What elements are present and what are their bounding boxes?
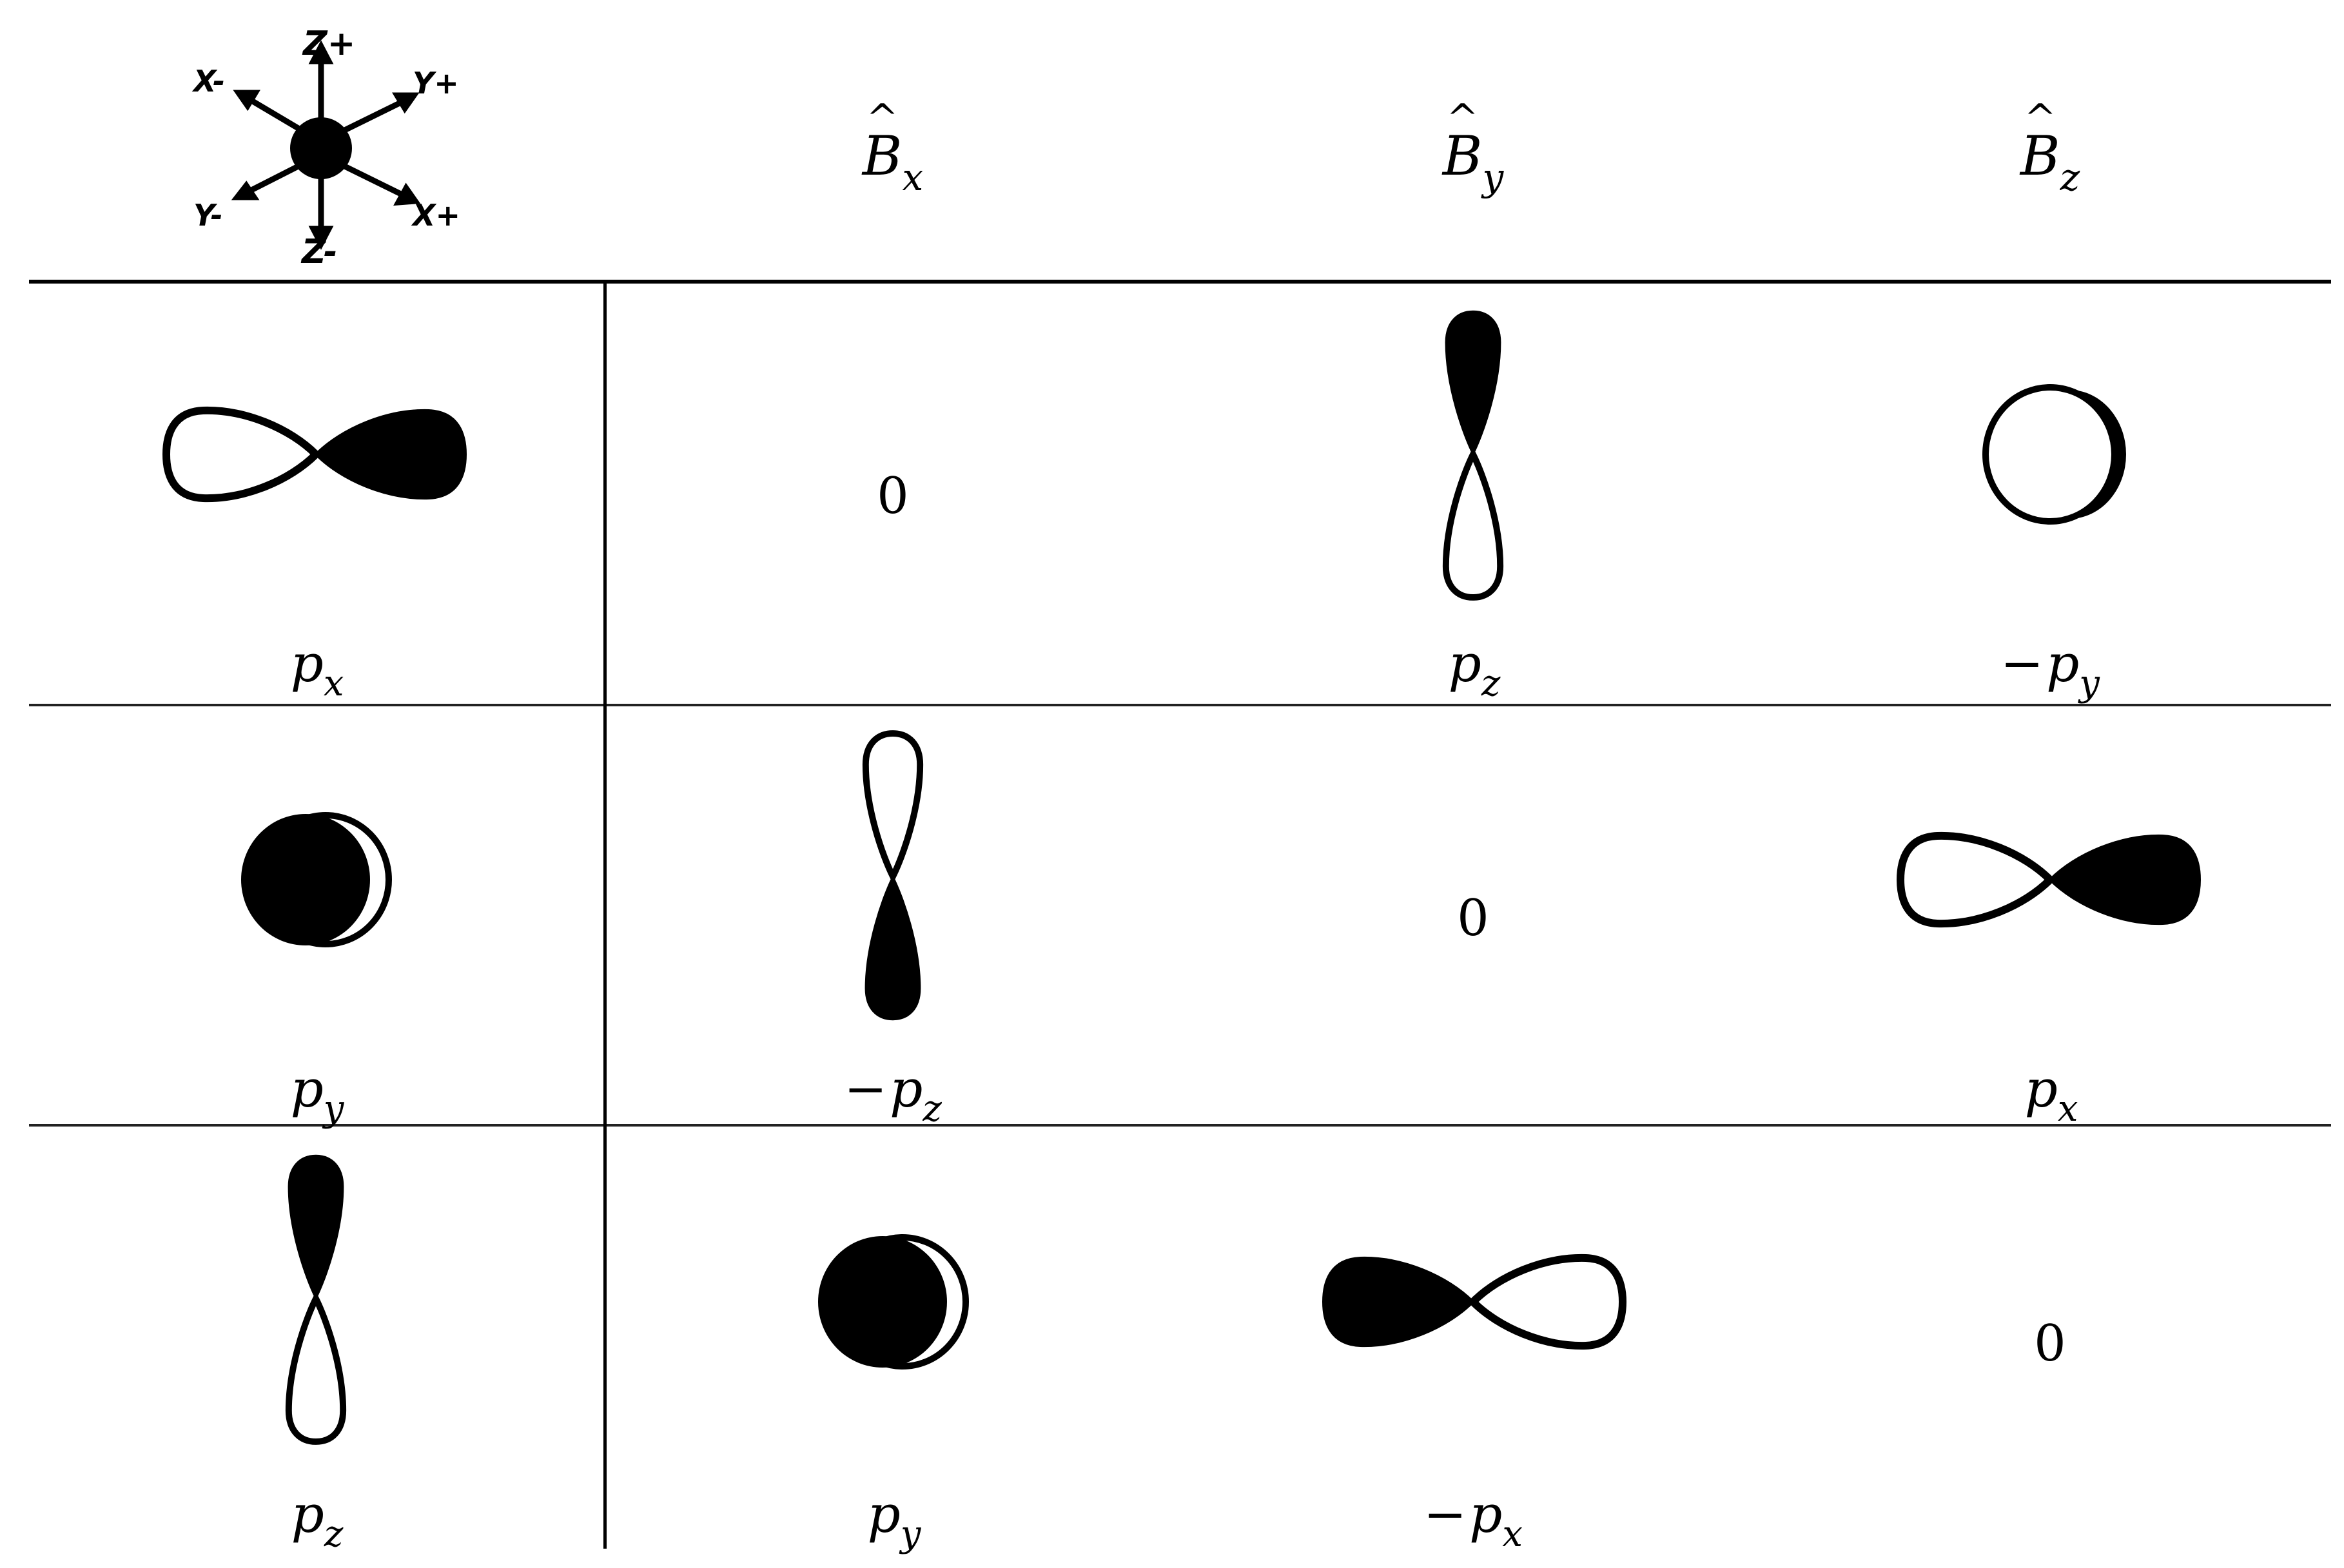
column-header-bz: ^Bz	[2020, 96, 2080, 199]
row-separator-1	[29, 704, 2331, 706]
axis-label-y-minus: Y-	[193, 198, 223, 233]
column-header-bx: ^Bx	[862, 96, 924, 199]
pz-orbital-inverted-icon	[893, 876, 894, 1021]
row-label: pz	[291, 1484, 344, 1555]
result-zero: 0	[1457, 889, 1489, 947]
row-separator-2	[29, 1124, 2331, 1127]
axis-label-z-plus: Z+	[302, 24, 355, 63]
result-label: −pz	[844, 1059, 942, 1130]
row-label: py	[290, 1059, 344, 1130]
column-divider	[603, 282, 607, 1549]
axis-label-y-plus: Y+	[413, 66, 459, 101]
axis-label-x-plus: X+	[411, 198, 460, 233]
result-zero: 0	[877, 467, 909, 525]
header-rule	[29, 280, 2331, 284]
result-label: pz	[1448, 634, 1501, 704]
result-label: −py	[2000, 634, 2100, 704]
result-label: py	[867, 1484, 921, 1555]
coordinate-axes-icon: Z+ Z- X- X+ Y+ Y-	[191, 24, 460, 271]
result-label: px	[2024, 1059, 2078, 1130]
axis-label-z-minus: Z-	[300, 233, 338, 271]
result-label: −px	[1423, 1484, 1523, 1555]
px-orbital-icon	[316, 454, 467, 455]
pz-orbital-icon	[1473, 310, 1474, 455]
row-label: px	[290, 634, 344, 704]
result-zero: 0	[2034, 1315, 2066, 1373]
axis-label-x-minus: X-	[191, 64, 225, 99]
py-orbital-open-icon	[1982, 384, 2126, 525]
column-header-by: ^By	[1442, 96, 1504, 199]
